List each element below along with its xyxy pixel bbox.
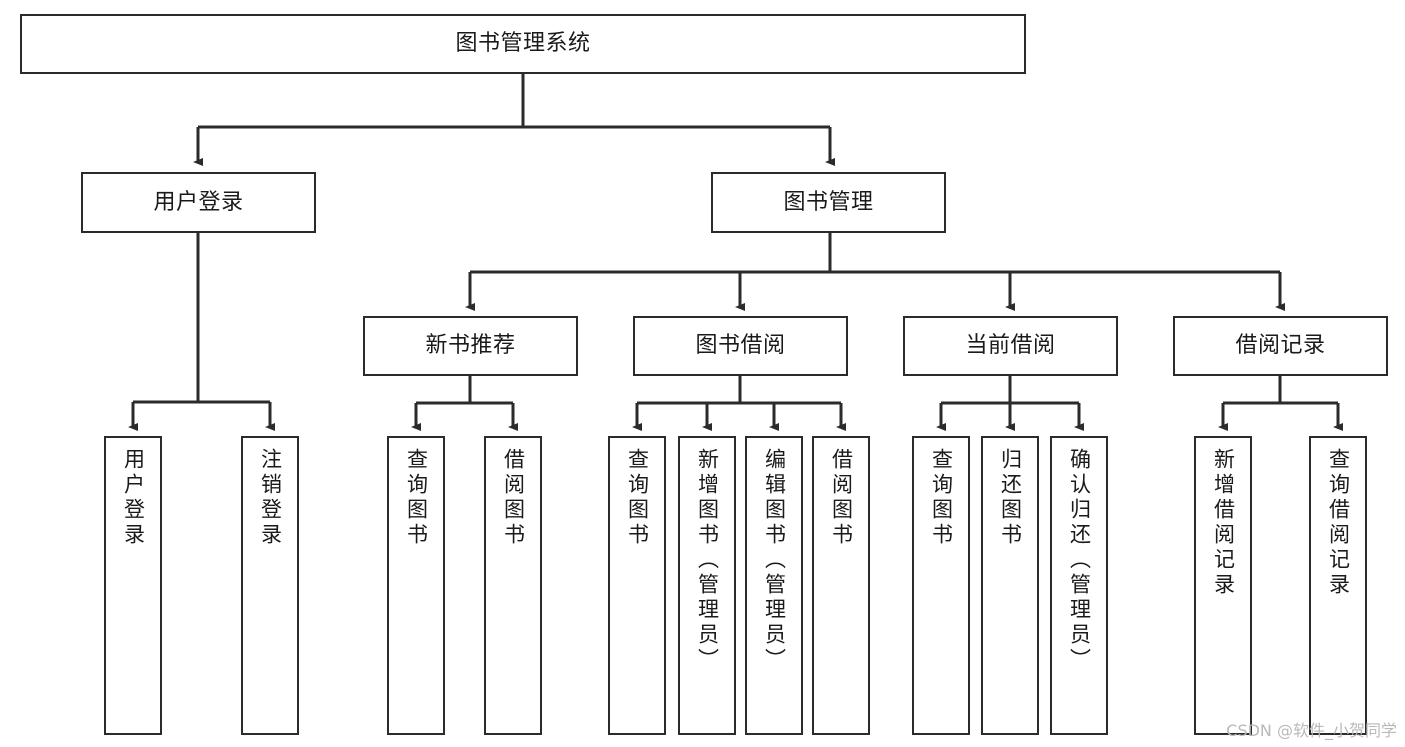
node-label: 新增借阅记录: [1211, 448, 1236, 598]
leaf-add-borrow-record[interactable]: 新增借阅记录: [1194, 436, 1252, 735]
node-label: 查询图书: [625, 448, 650, 548]
leaf-query-borrow-record[interactable]: 查询借阅记录: [1309, 436, 1367, 735]
node-label: 当前借阅: [965, 333, 1056, 359]
node-book-management[interactable]: 图书管理: [711, 172, 946, 233]
node-label: 借阅图书: [829, 448, 854, 548]
node-label: 查询图书: [929, 448, 954, 548]
node-label: 用户登录: [121, 448, 146, 548]
leaf-borrow-book-recommend[interactable]: 借阅图书: [484, 436, 542, 735]
node-label: 查询图书: [404, 448, 429, 548]
node-user-login[interactable]: 用户登录: [81, 172, 316, 233]
node-label: 图书借阅: [695, 333, 786, 359]
node-label: 图书管理: [783, 189, 874, 215]
leaf-query-book[interactable]: 查询图书: [608, 436, 666, 735]
node-label: 归还图书: [998, 448, 1023, 548]
node-label: 借阅记录: [1235, 333, 1326, 359]
node-book-borrow[interactable]: 图书借阅: [633, 316, 848, 376]
node-root-system[interactable]: 图书管理系统: [20, 14, 1026, 74]
leaf-return-book[interactable]: 归还图书: [981, 436, 1039, 735]
node-label: 新书推荐: [425, 333, 516, 359]
node-label: 借阅图书: [501, 448, 526, 548]
node-label: 新增图书（管理员）: [695, 448, 720, 673]
node-label: 图书管理系统: [455, 31, 591, 57]
leaf-edit-book-admin[interactable]: 编辑图书（管理员）: [745, 436, 803, 735]
leaf-logout[interactable]: 注销登录: [241, 436, 299, 735]
node-label: 用户登录: [153, 189, 244, 215]
node-borrow-record[interactable]: 借阅记录: [1173, 316, 1388, 376]
leaf-add-book-admin[interactable]: 新增图书（管理员）: [678, 436, 736, 735]
leaf-query-book-recommend[interactable]: 查询图书: [387, 436, 445, 735]
node-current-borrow[interactable]: 当前借阅: [903, 316, 1118, 376]
node-new-book-recommend[interactable]: 新书推荐: [363, 316, 578, 376]
leaf-borrow-book[interactable]: 借阅图书: [812, 436, 870, 735]
leaf-user-login[interactable]: 用户登录: [104, 436, 162, 735]
node-label: 注销登录: [258, 448, 283, 548]
leaf-query-book-current[interactable]: 查询图书: [912, 436, 970, 735]
node-label: 确认归还（管理员）: [1067, 448, 1092, 673]
leaf-confirm-return-admin[interactable]: 确认归还（管理员）: [1050, 436, 1108, 735]
watermark-text: CSDN @软件_小贺同学: [1226, 721, 1397, 740]
node-label: 查询借阅记录: [1326, 448, 1351, 598]
node-label: 编辑图书（管理员）: [762, 448, 787, 673]
